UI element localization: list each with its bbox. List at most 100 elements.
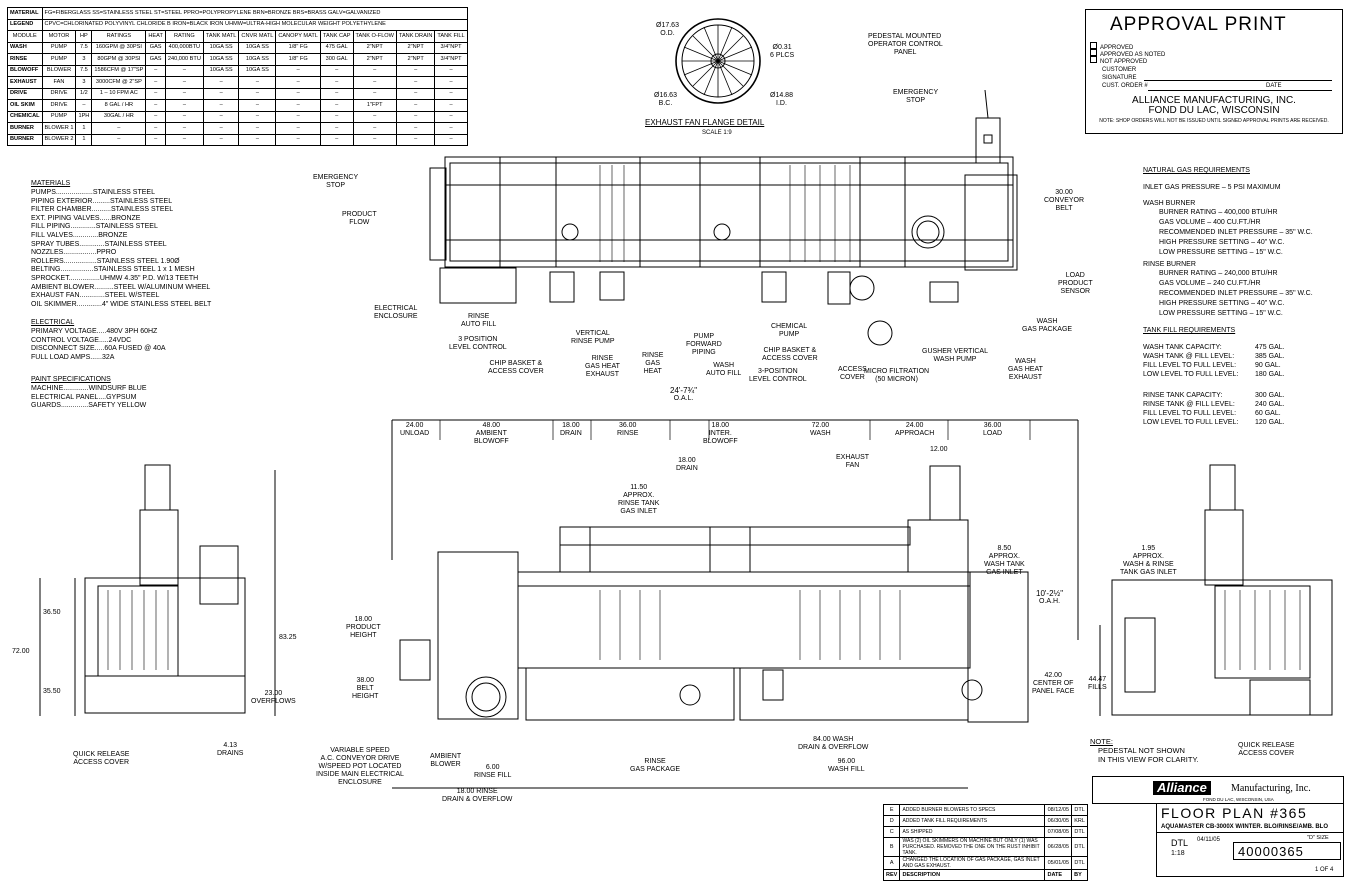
tank-wash-line: FILL LEVEL TO FULL LEVEL:90 GAL. — [1143, 362, 1281, 369]
approval-title: APPROVAL PRINT — [1110, 14, 1287, 35]
gas-wash-line: BURNER RATING – 400,000 BTU/HR — [1159, 209, 1278, 216]
tank-rinse-line: LOW LEVEL TO FULL LEVEL:120 GAL. — [1143, 419, 1285, 426]
material-item: FILL PIPING.............STAINLESS STEEL — [31, 223, 158, 231]
material-item: PIPING EXTERIOR.........STAINLESS STEEL — [31, 197, 173, 205]
logo-company: Manufacturing, Inc. — [1231, 783, 1311, 794]
title-box: FLOOR PLAN #365 AQUAMASTER CB-3000X W/IN… — [1156, 803, 1344, 877]
approval-not-approved: NOT APPROVED — [1090, 56, 1147, 66]
material-item: NOZZLES.................PPRO — [31, 249, 117, 257]
approval-date: DATE — [1266, 83, 1282, 89]
right-end-drawing — [1099, 464, 1333, 716]
sheet-number: 1 OF 4 — [1315, 867, 1334, 873]
tank-rinse-line: RINSE TANK @ FILL LEVEL:240 GAL. — [1143, 401, 1285, 408]
gas-wash-line: HIGH PRESSURE SETTING – 40" W.C. — [1159, 239, 1285, 246]
logo-city: FOND DU LAC, WISCONSIN, USA — [1203, 797, 1274, 802]
material-item: FILL VALVES.............BRONZE — [31, 232, 128, 239]
electrical-item: CONTROL VOLTAGE.....24VDC — [31, 336, 132, 344]
approval-company: ALLIANCE MANUFACTURING, INC. — [1132, 95, 1296, 106]
gas-rinse-line: LOW PRESSURE SETTING – 15" W.C. — [1159, 310, 1283, 317]
gas-rinse-line: BURNER RATING – 240,000 BTU/HR — [1159, 270, 1278, 277]
drawing-size: "D" SIZE — [1307, 835, 1329, 841]
label-chip-basket-right: CHIP BASKET &ACCESS COVER — [762, 347, 818, 362]
gas-rinse-line: GAS VOLUME – 240 CU.FT./HR — [1159, 280, 1261, 287]
gas-inlet: INLET GAS PRESSURE – 5 PSI MAXIMUM — [1143, 184, 1281, 191]
dim-7200: 72.00 — [12, 648, 30, 655]
tank-rinse-line: FILL LEVEL TO FULL LEVEL:60 GAL. — [1143, 410, 1281, 417]
material-item: OIL SKIMMER.............4" WIDE STAINLES… — [31, 300, 212, 308]
drawing-scale: 1:18 — [1171, 850, 1185, 857]
materials-title: MATERIALS — [31, 180, 71, 187]
alliance-logo: Alliance — [1153, 781, 1211, 795]
approval-city: FOND DU LAC, WISCONSIN — [1148, 105, 1280, 116]
material-item: BELTING.................STAINLESS STEEL … — [31, 266, 195, 274]
material-item: EXT. PIPING VALVES......BRONZE — [31, 214, 141, 222]
gas-rinse-line: HIGH PRESSURE SETTING – 40" W.C. — [1159, 300, 1285, 307]
paint-item: ELECTRICAL PANEL....GYPSUM — [31, 393, 137, 401]
approval-box: APPROVAL PRINT APPROVED APPROVED AS NOTE… — [1085, 9, 1343, 134]
label-chip-basket-left: CHIP BASKET &ACCESS COVER — [488, 360, 544, 375]
dim-8325: 83.25 — [279, 634, 297, 641]
drawn-date: 04/11/05 — [1197, 837, 1220, 843]
gas-rinse-line: RECOMMENDED INLET PRESSURE – 35" W.C. — [1159, 290, 1313, 297]
approval-approved-noted: APPROVED AS NOTED — [1090, 49, 1165, 59]
dim-oal: 24'-7¾"O.A.L. — [670, 386, 698, 403]
gas-wash-line: LOW PRESSURE SETTING – 15" W.C. — [1159, 249, 1283, 256]
electrical-item: DISCONNECT SIZE.....60A FUSED @ 40A — [31, 345, 166, 353]
material-item: EXHAUST FAN.............STEEL W/STEEL — [31, 292, 160, 300]
material-item: PUMPS...................STAINLESS STEEL — [31, 189, 155, 196]
material-item: SPROCKET................UHMW 4.35" P.D. … — [31, 275, 199, 282]
material-item: AMBIENT BLOWER..........STEEL W/ALUMINUM… — [31, 283, 211, 291]
tank-wash-line: WASH TANK @ FILL LEVEL:385 GAL. — [1143, 353, 1285, 360]
tank-fill-title: TANK FILL REQUIREMENTS — [1143, 327, 1236, 334]
gas-wash-line: RECOMMENDED INLET PRESSURE – 35" W.C. — [1159, 229, 1313, 236]
approval-cust-order: CUST. ORDER # — [1102, 83, 1148, 89]
material-item: SPRAY TUBES.............STAINLESS STEEL — [31, 240, 167, 248]
dim-oah: 10'-2½"O.A.H. — [1036, 589, 1064, 606]
